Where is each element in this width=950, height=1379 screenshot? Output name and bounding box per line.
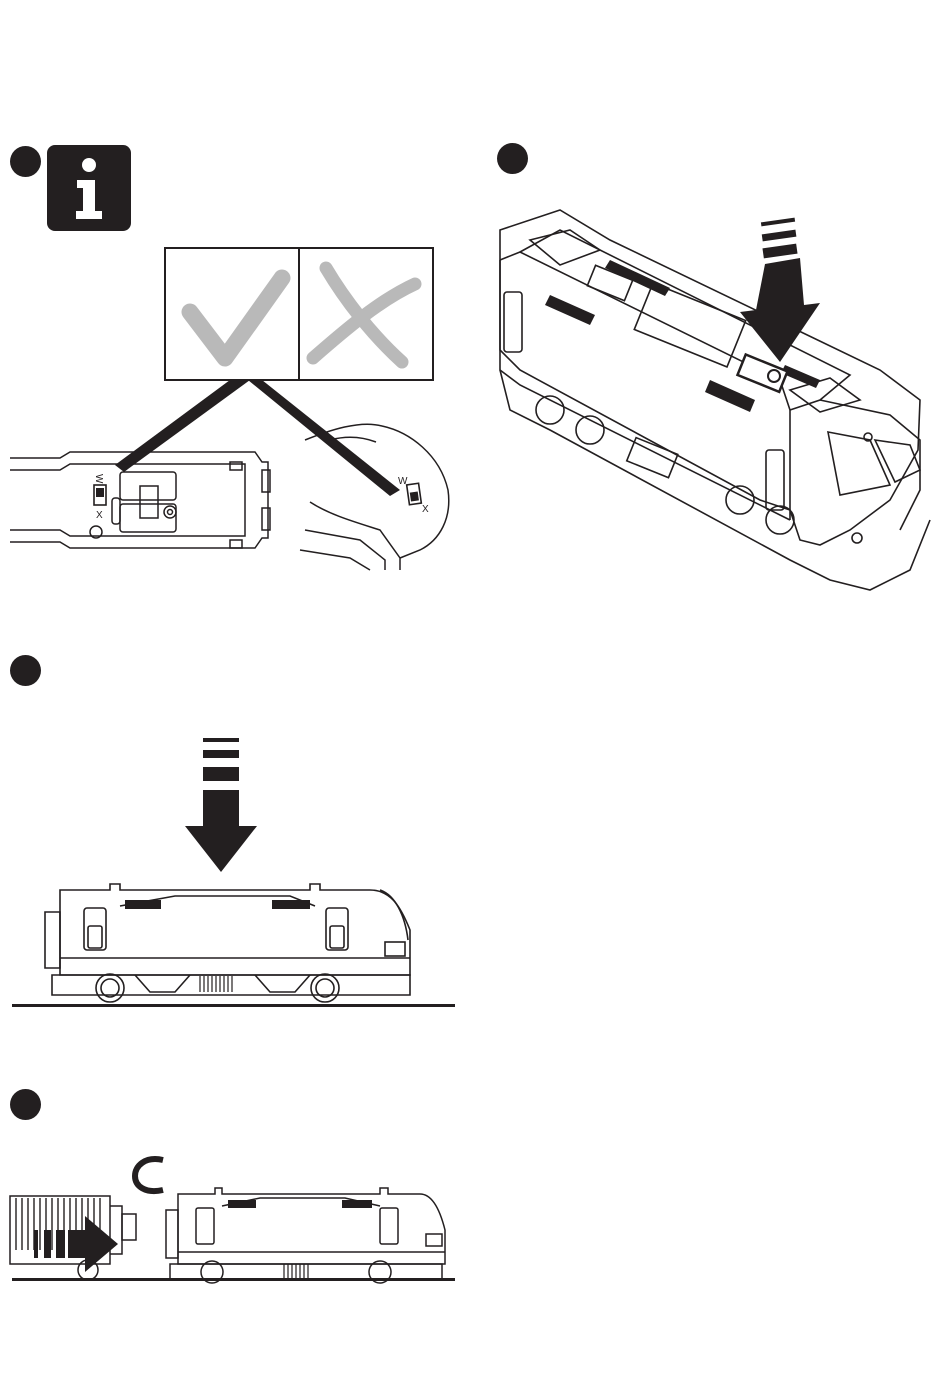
callout-wedge-right — [248, 380, 400, 496]
coupling-loco-roof-vents — [228, 1200, 372, 1208]
loco-underside-view — [10, 452, 270, 548]
coupling-panel — [0, 1150, 460, 1290]
switch-label-w: W — [93, 474, 104, 484]
switch-label-w-right: W — [398, 476, 408, 487]
hand-holding-loco-view — [300, 424, 449, 570]
callout-wedge-left — [115, 380, 250, 472]
switch-right: W X — [398, 476, 429, 515]
track-rail — [12, 1004, 455, 1007]
step-2-marker — [497, 143, 528, 174]
coupling-hook-icon — [135, 1159, 163, 1191]
step-1-marker — [10, 146, 41, 177]
switch-label-x: X — [96, 510, 103, 521]
info-icon — [47, 145, 131, 231]
press-down-arrow-icon-step3 — [185, 738, 257, 872]
locomotive-isometric — [500, 210, 930, 590]
step-4-marker — [10, 1089, 41, 1120]
track-rail-coupling — [12, 1278, 455, 1281]
side-bogie-grille — [200, 976, 232, 992]
switch-left: W X — [93, 474, 106, 521]
step-3-marker — [10, 655, 41, 686]
press-down-arrow-icon — [740, 218, 820, 362]
locomotive-isometric-panel — [490, 200, 950, 600]
coupling-loco-grille — [284, 1264, 308, 1278]
locomotive-side-press-panel — [0, 730, 460, 1020]
locomotive-coupling-view — [166, 1188, 445, 1283]
switch-position-panel: W X W X — [0, 240, 460, 580]
side-roof-vents — [125, 900, 310, 909]
switch-label-x-right: X — [422, 504, 429, 515]
